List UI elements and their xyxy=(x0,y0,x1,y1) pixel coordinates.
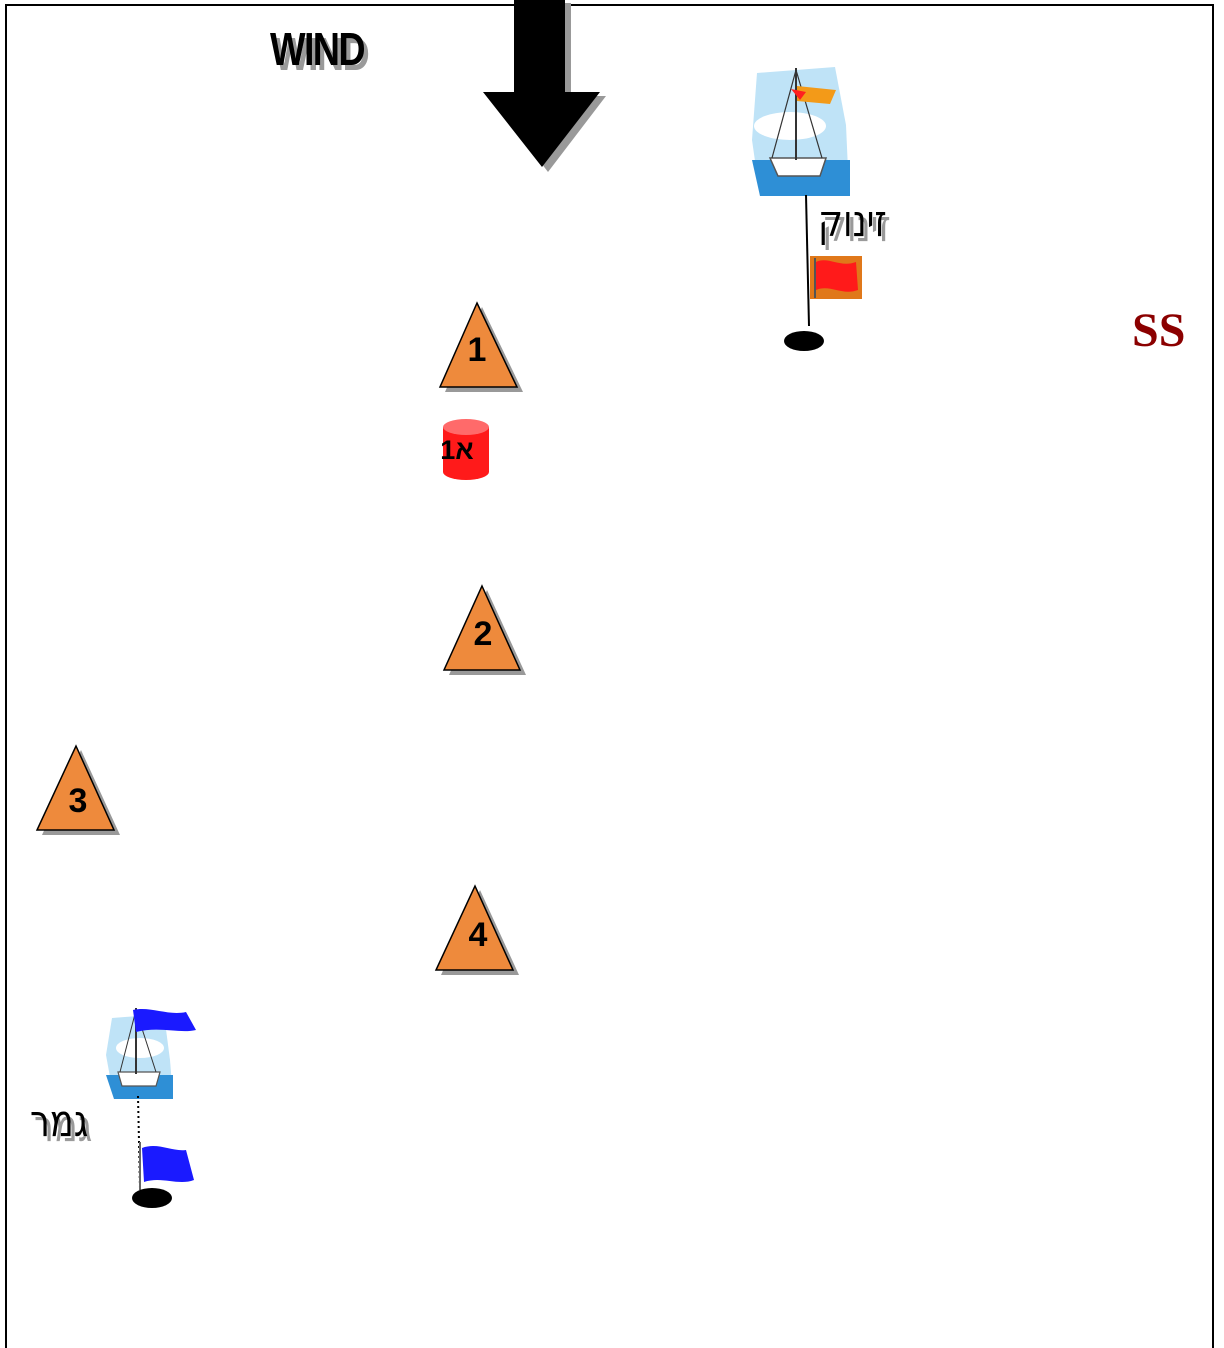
wind-arrow-icon xyxy=(483,0,606,172)
finish-pin-buoy-icon xyxy=(132,1188,172,1208)
start-red-flag-icon xyxy=(810,256,862,299)
start-boat-sailboat-icon xyxy=(752,67,850,196)
offset-buoy-label: 1א xyxy=(440,435,473,465)
mark-2: 2 xyxy=(442,584,526,675)
committee-label: SS xyxy=(1132,304,1186,357)
course-frame xyxy=(5,4,1214,1348)
wind-label: WIND xyxy=(270,23,366,75)
start-pin-buoy-icon xyxy=(784,331,824,351)
finish-blue-flag-icon xyxy=(139,1142,194,1190)
start-line-staff xyxy=(805,194,810,327)
mark-4-label: 4 xyxy=(469,916,488,954)
finish-label: גמר xyxy=(30,1096,89,1147)
finish-boat-sailboat-icon xyxy=(106,1008,173,1099)
mark-1: 1 xyxy=(438,301,523,392)
mark-1-label: 1 xyxy=(468,331,487,369)
mark-4: 4 xyxy=(434,884,519,975)
start-label: זינוק xyxy=(818,196,887,247)
finish-boat-blue-flag-icon xyxy=(133,1009,196,1032)
mark-3-label: 3 xyxy=(69,782,88,820)
mark-2-label: 2 xyxy=(474,615,493,653)
mark-3: 3 xyxy=(35,744,120,835)
offset-buoy: 1א xyxy=(440,419,489,480)
